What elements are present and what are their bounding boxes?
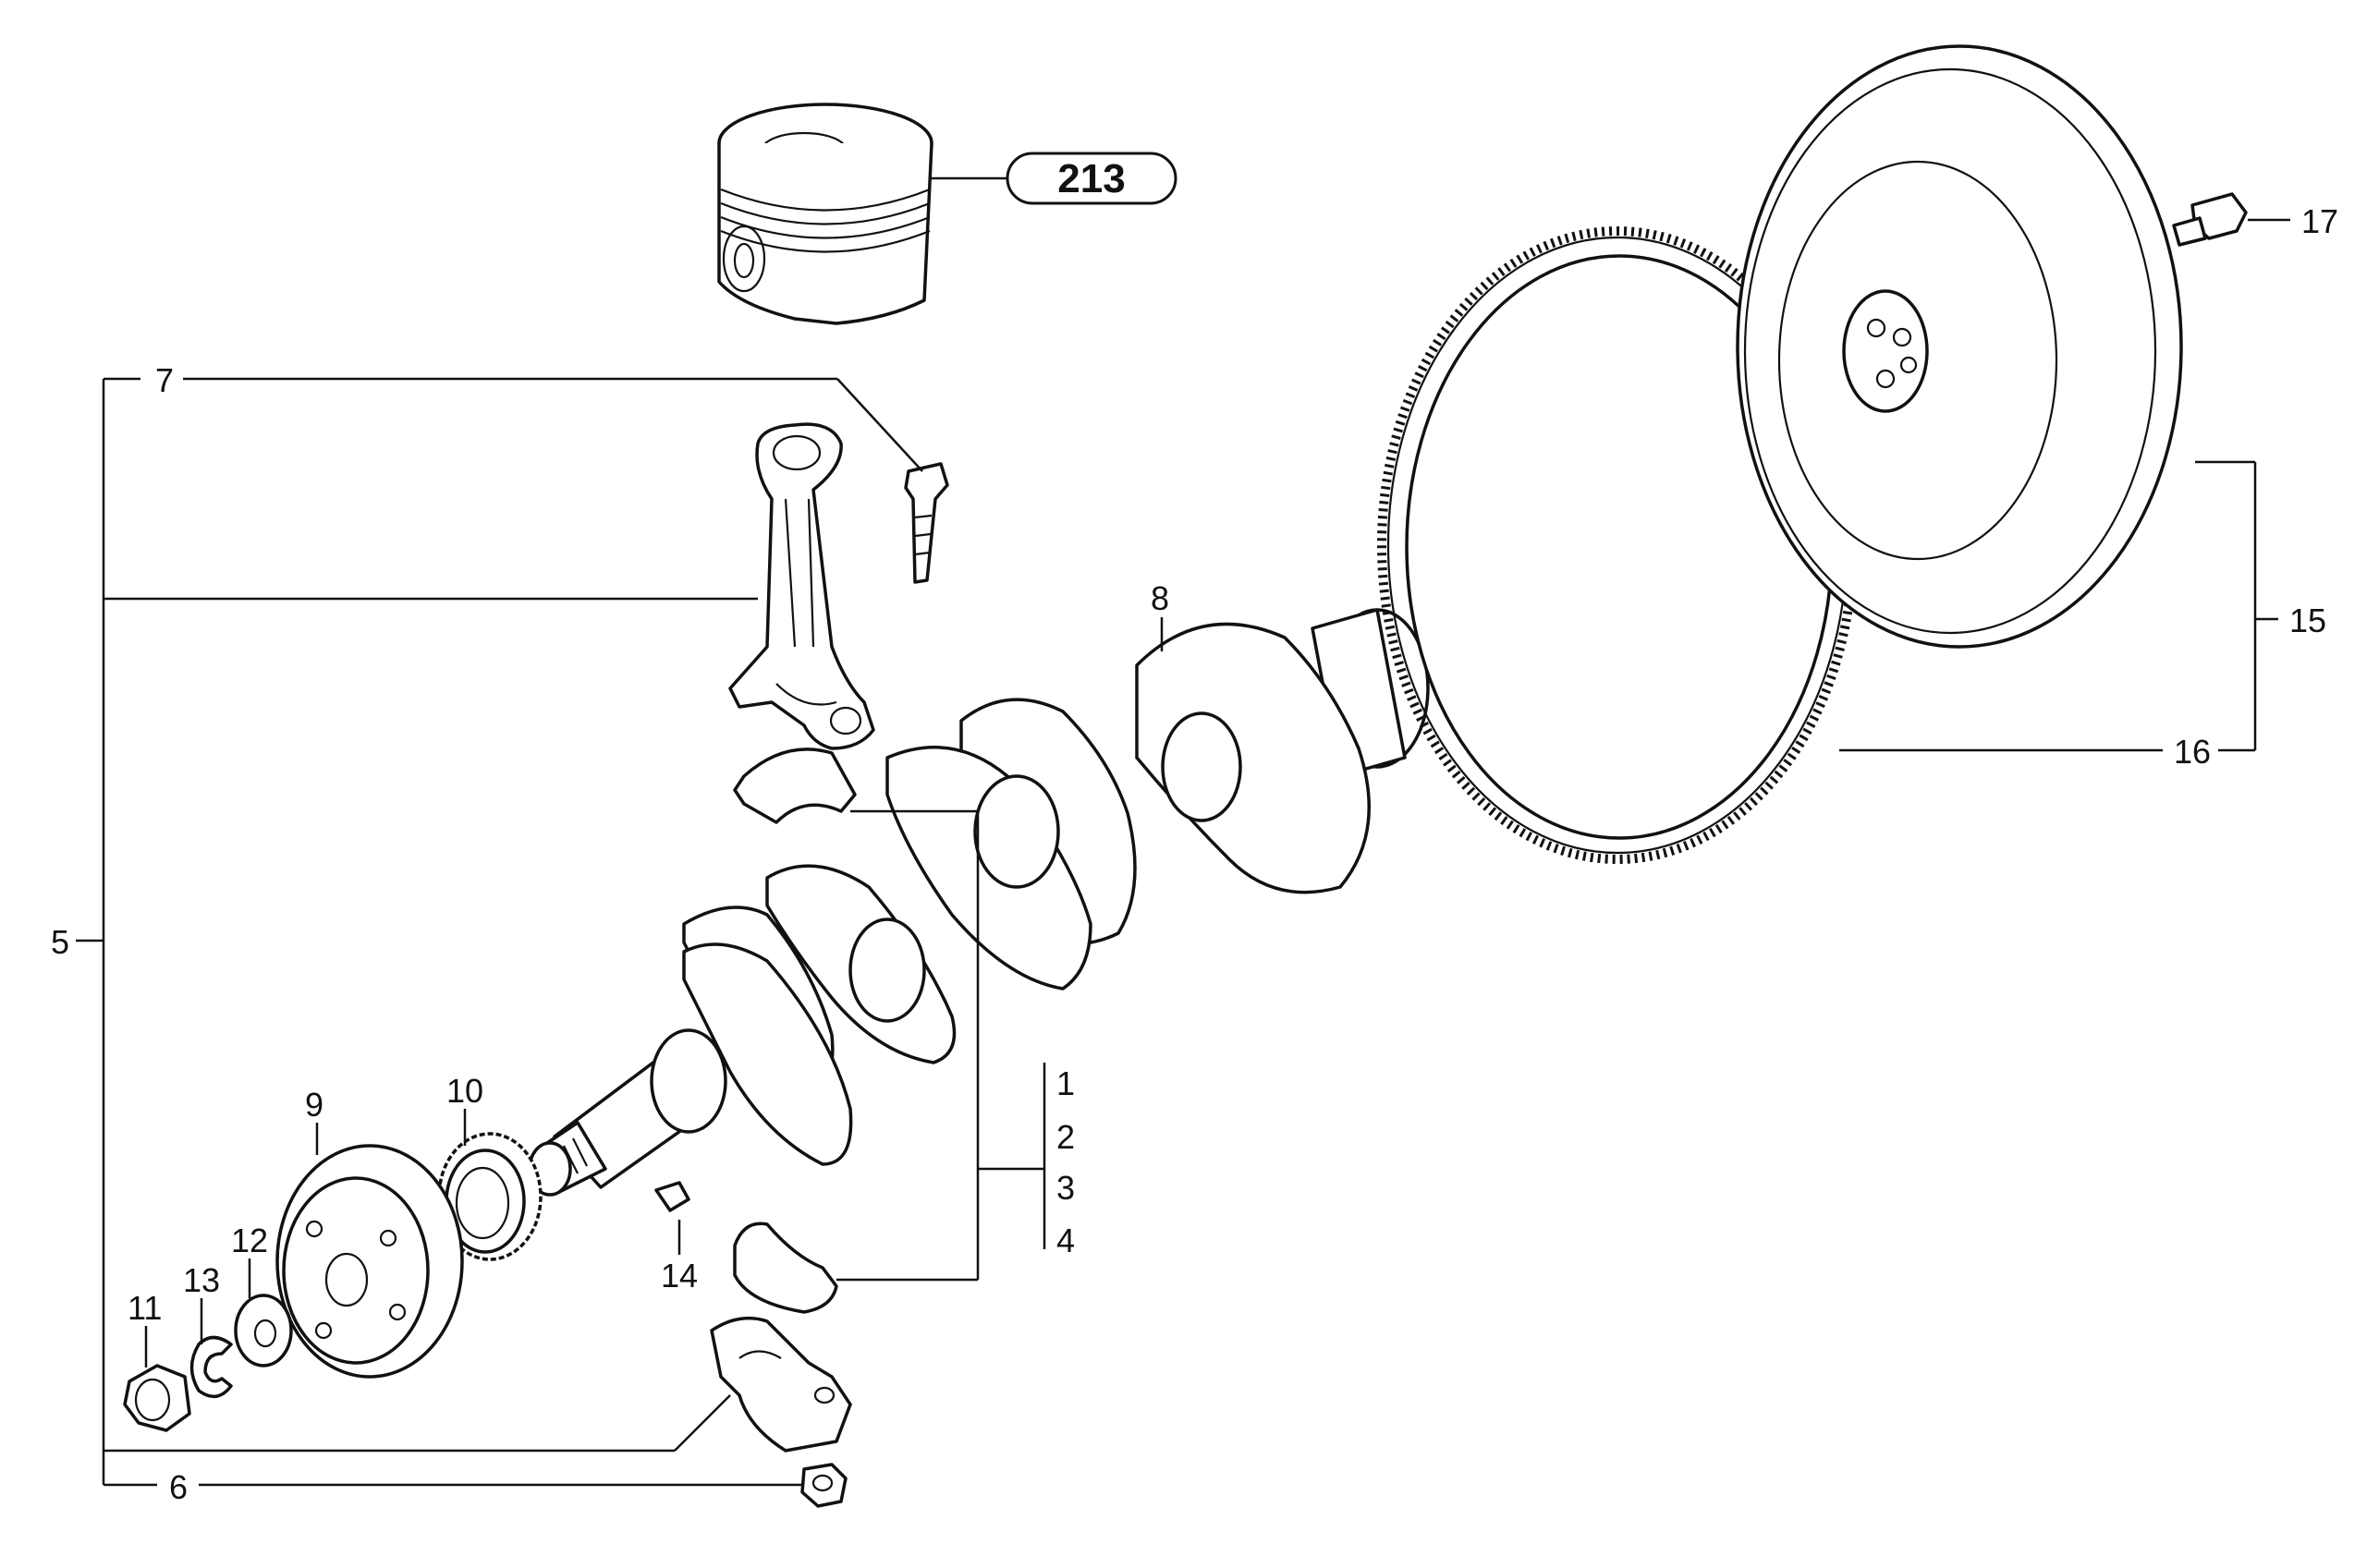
- timing-gear-drawing: [437, 1132, 543, 1261]
- lock-washer-13-drawing: [189, 1335, 233, 1399]
- reference-badge-label: 213: [1057, 156, 1125, 201]
- callout-14: 14: [661, 1257, 698, 1295]
- reference-badge: 213: [932, 152, 1177, 205]
- upper-bearing-shell-drawing: [733, 748, 857, 824]
- washer-12-drawing: [234, 1294, 293, 1367]
- callout-2: 2: [1056, 1118, 1075, 1156]
- crankshaft-drawing: [528, 608, 1430, 1197]
- callout-12: 12: [231, 1222, 268, 1259]
- cap-nut-drawing: [800, 1463, 848, 1508]
- flywheel-bolt-drawing: [2172, 192, 2248, 247]
- crank-nut-drawing: [123, 1364, 191, 1432]
- flywheel-drawing: [1736, 44, 2183, 649]
- callout-15: 15: [2289, 602, 2326, 639]
- callout-7: 7: [155, 361, 174, 399]
- callout-9: 9: [305, 1086, 323, 1124]
- leader-lines: [76, 218, 2290, 1487]
- callout-5: 5: [51, 923, 69, 961]
- main-bearing-cap-drawing: [710, 1316, 852, 1453]
- callout-labels: 1 2 3 4 5 6 7 8 9 10 11 12 13 14 15 16 1…: [51, 202, 2338, 1506]
- callout-6: 6: [169, 1468, 188, 1506]
- callout-4: 4: [1056, 1222, 1075, 1259]
- callout-17: 17: [2301, 202, 2338, 240]
- callout-11: 11: [128, 1289, 162, 1327]
- lower-bearing-shell-drawing: [733, 1222, 838, 1314]
- connecting-rod-drawing: [728, 422, 875, 750]
- callout-16: 16: [2174, 733, 2211, 771]
- woodruff-key-drawing: [654, 1181, 690, 1212]
- callout-13: 13: [183, 1261, 220, 1299]
- callout-3: 3: [1056, 1169, 1075, 1207]
- callout-8: 8: [1151, 579, 1169, 617]
- pulley-drawing: [275, 1144, 464, 1379]
- piston-drawing: [717, 103, 933, 325]
- callout-10: 10: [446, 1072, 483, 1110]
- rod-bolt-drawing: [904, 462, 949, 584]
- callout-1: 1: [1056, 1064, 1075, 1102]
